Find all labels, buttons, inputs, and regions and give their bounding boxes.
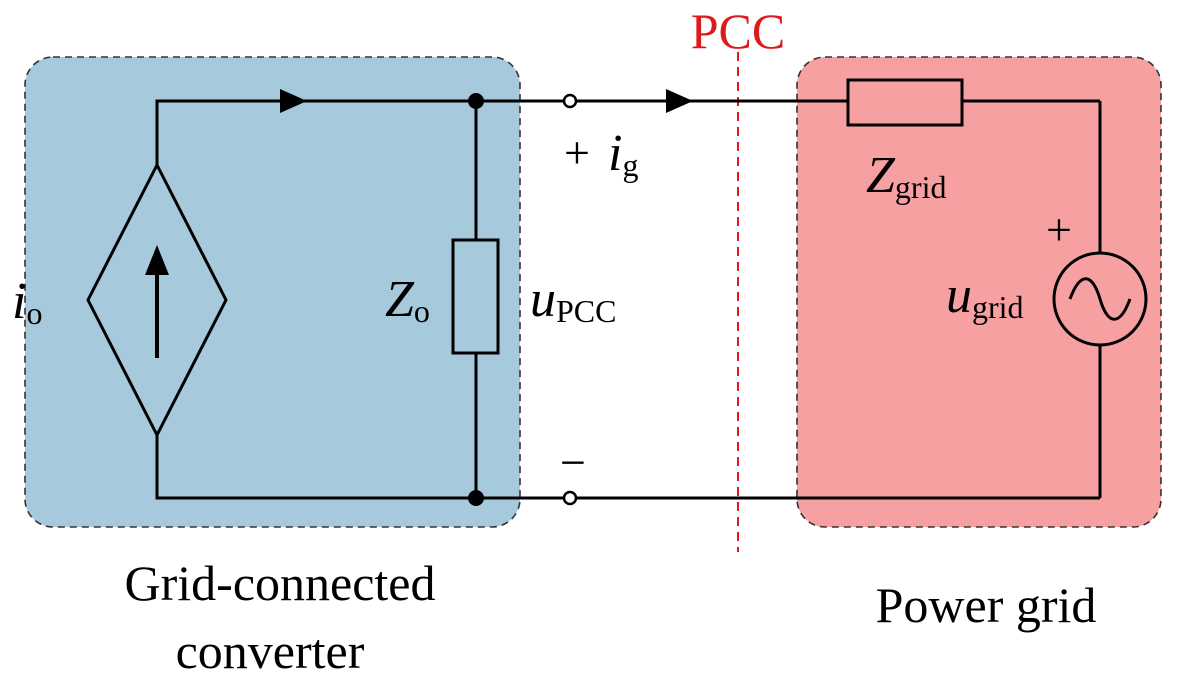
converter-region — [24, 56, 521, 528]
junction-bottom — [468, 490, 484, 506]
zo-label: Zo — [385, 271, 430, 329]
grid-plus: + — [1046, 204, 1072, 255]
junction-top — [468, 93, 484, 109]
ac-voltage-source — [1052, 251, 1148, 347]
converter-caption-line1: Grid-connected — [125, 555, 436, 611]
impedance-zo — [451, 238, 500, 355]
dependent-current-source — [86, 161, 228, 439]
grid-caption: Power grid — [876, 577, 1097, 633]
current-arrow-left — [280, 89, 307, 113]
pcc-label: PCC — [691, 3, 786, 59]
terminal-top — [562, 93, 578, 109]
interface-minus: − — [560, 437, 586, 488]
converter-caption-line2: converter — [176, 623, 365, 679]
io-label: io — [12, 273, 42, 331]
ugrid-label: ugrid — [946, 267, 1024, 325]
grid-region — [796, 56, 1162, 528]
zgrid-label: Zgrid — [866, 147, 946, 205]
interface-plus: + — [564, 127, 590, 178]
current-arrow-ig — [666, 89, 693, 113]
sine-wave-icon — [1068, 277, 1132, 321]
impedance-zgrid — [846, 78, 964, 127]
wires — [155, 99, 1102, 500]
source-arrow-head — [145, 245, 169, 275]
ig-label: ig — [608, 125, 638, 183]
upcc-label: uPCC — [530, 271, 616, 329]
terminal-bottom — [562, 490, 578, 506]
